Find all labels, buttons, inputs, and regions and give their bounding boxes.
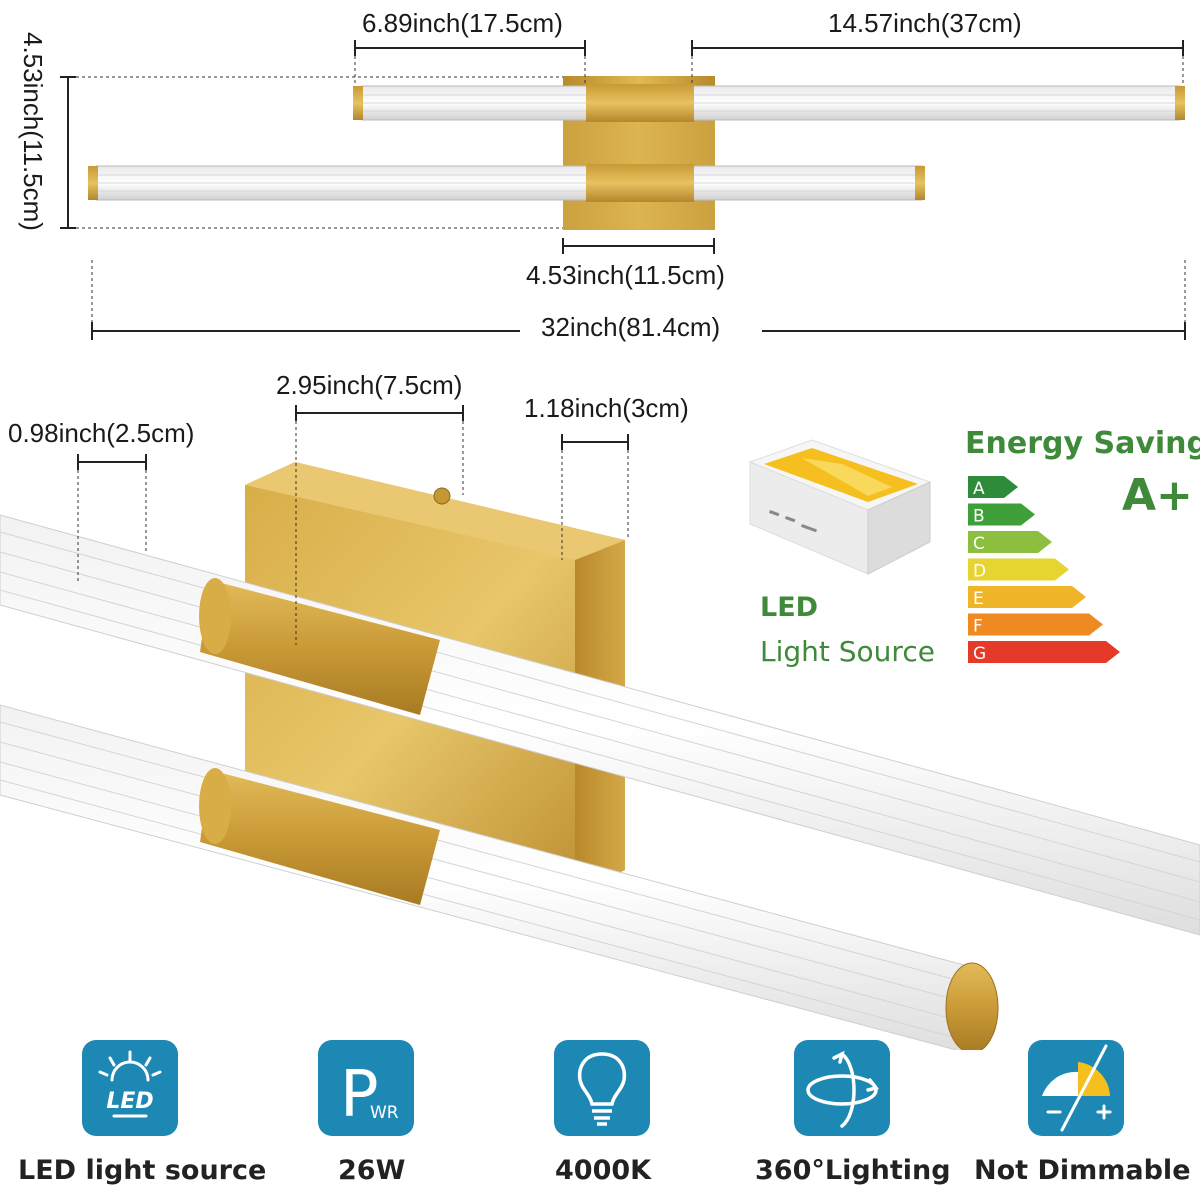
power-icon-sub: WR xyxy=(370,1103,399,1123)
rotate-360-icon xyxy=(794,1040,890,1136)
energy-bar-label: A xyxy=(973,479,985,499)
feature-label-power: 26W xyxy=(338,1155,406,1186)
energy-bar-label: C xyxy=(973,534,985,554)
plate-width-dimension: 2.95inch(7.5cm) xyxy=(276,370,463,400)
energy-bar-label: F xyxy=(973,617,983,637)
energy-rating: A+ xyxy=(1122,470,1193,521)
bulb-icon xyxy=(554,1040,650,1136)
energy-bar-c xyxy=(968,531,1052,553)
tube-diameter-dimension: 0.98inch(2.5cm) xyxy=(8,418,195,448)
upper-tube xyxy=(353,84,1185,122)
energy-bar-g xyxy=(968,641,1120,663)
feature-label-dimmable: Not Dimmable xyxy=(974,1155,1191,1186)
plate-screw xyxy=(433,487,451,505)
short-arm-dimension: 6.89inch(17.5cm) xyxy=(362,8,563,38)
not-dimmable-icon xyxy=(1028,1040,1124,1136)
base-width-dimension: 4.53inch(11.5cm) xyxy=(526,260,725,290)
power-icon-letter: P xyxy=(340,1058,379,1132)
led-chip-icon xyxy=(748,439,932,575)
total-length-dimension: 32inch(81.4cm) xyxy=(541,312,721,342)
upper-collar xyxy=(200,580,440,715)
energy-bar-e xyxy=(968,586,1086,608)
long-arm-dimension: 14.57inch(37cm) xyxy=(828,8,1022,38)
lower-tube xyxy=(88,164,925,202)
energy-saving-title: Energy Saving xyxy=(965,426,1200,461)
led-icon: LED xyxy=(82,1040,178,1136)
energy-bar-a xyxy=(968,476,1018,498)
energy-bar-b xyxy=(968,503,1035,526)
tube-end-cap xyxy=(945,962,999,1050)
feature-label-led: LED light source xyxy=(18,1155,267,1186)
detail-product-view xyxy=(0,405,1200,1050)
energy-bar-label: D xyxy=(973,562,986,582)
feature-label-color-temp: 4000K xyxy=(555,1155,652,1186)
feature-label-lighting: 360°Lighting xyxy=(755,1155,951,1186)
led-source-subtitle: Light Source xyxy=(760,635,935,668)
energy-bar-label: E xyxy=(973,589,984,609)
height-dimension: 4.53inch(11.5cm) xyxy=(18,32,48,231)
energy-bar-d xyxy=(968,558,1069,581)
lower-collar xyxy=(200,770,440,905)
energy-bar-label: G xyxy=(973,644,986,664)
detail-lower-tube xyxy=(0,704,999,1050)
power-icon: P WR xyxy=(318,1040,414,1136)
led-source-title: LED xyxy=(760,592,819,623)
plate-depth-dimension: 1.18inch(3cm) xyxy=(524,393,689,423)
detail-upper-tube xyxy=(0,514,1200,936)
top-dimension-diagram xyxy=(60,40,1186,340)
energy-bar-label: B xyxy=(973,507,985,527)
energy-bar-f xyxy=(968,613,1103,636)
led-icon-text: LED xyxy=(106,1089,153,1114)
